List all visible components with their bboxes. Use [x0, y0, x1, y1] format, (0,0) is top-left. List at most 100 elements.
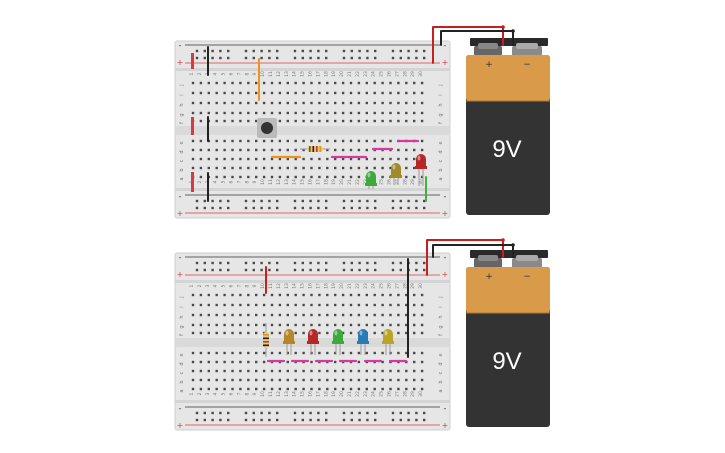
- terminal-hole[interactable]: [420, 360, 424, 364]
- rail-hole[interactable]: [195, 261, 199, 265]
- rail-hole[interactable]: [203, 206, 206, 210]
- terminal-hole[interactable]: [255, 81, 258, 85]
- rail-hole[interactable]: [342, 261, 346, 265]
- terminal-hole[interactable]: [420, 111, 424, 115]
- terminal-hole[interactable]: [397, 101, 400, 105]
- terminal-hole[interactable]: [420, 81, 424, 85]
- terminal-hole[interactable]: [405, 148, 408, 152]
- rail-hole[interactable]: [195, 268, 199, 272]
- terminal-hole[interactable]: [420, 303, 424, 307]
- terminal-hole[interactable]: [270, 148, 274, 152]
- rail-hole[interactable]: [301, 206, 304, 210]
- terminal-hole[interactable]: [247, 81, 250, 85]
- rail-hole[interactable]: [415, 261, 418, 265]
- terminal-hole[interactable]: [191, 81, 195, 85]
- terminal-hole[interactable]: [223, 111, 226, 115]
- rail-hole[interactable]: [342, 268, 346, 272]
- terminal-hole[interactable]: [334, 369, 337, 373]
- terminal-hole[interactable]: [326, 148, 329, 152]
- terminal-hole[interactable]: [397, 303, 400, 307]
- terminal-hole[interactable]: [231, 166, 234, 170]
- rail-hole[interactable]: [219, 418, 222, 422]
- terminal-hole[interactable]: [405, 378, 408, 382]
- terminal-hole[interactable]: [302, 139, 305, 143]
- terminal-hole[interactable]: [231, 323, 234, 327]
- terminal-hole[interactable]: [397, 111, 400, 115]
- terminal-hole[interactable]: [302, 323, 305, 327]
- terminal-hole[interactable]: [420, 331, 424, 335]
- terminal-hole[interactable]: [215, 360, 218, 364]
- terminal-hole[interactable]: [341, 101, 345, 105]
- terminal-hole[interactable]: [223, 166, 226, 170]
- terminal-hole[interactable]: [413, 157, 416, 161]
- rail-hole[interactable]: [325, 56, 328, 60]
- rail-hole[interactable]: [252, 206, 255, 210]
- rail-hole[interactable]: [227, 411, 230, 415]
- rail-hole[interactable]: [366, 268, 369, 272]
- terminal-hole[interactable]: [270, 157, 274, 161]
- rail-hole[interactable]: [260, 418, 263, 422]
- push-button[interactable]: [257, 118, 277, 138]
- rail-hole[interactable]: [342, 418, 346, 422]
- terminal-hole[interactable]: [334, 91, 337, 95]
- terminal-hole[interactable]: [278, 378, 282, 382]
- rail-hole[interactable]: [219, 49, 222, 53]
- rail-hole[interactable]: [391, 261, 395, 265]
- rail-hole[interactable]: [399, 418, 402, 422]
- terminal-hole[interactable]: [215, 119, 218, 123]
- terminal-hole[interactable]: [215, 111, 218, 115]
- terminal-hole[interactable]: [389, 91, 392, 95]
- terminal-hole[interactable]: [239, 91, 242, 95]
- terminal-hole[interactable]: [286, 101, 289, 105]
- terminal-hole[interactable]: [270, 111, 274, 115]
- terminal-hole[interactable]: [326, 101, 329, 105]
- terminal-hole[interactable]: [270, 91, 274, 95]
- terminal-hole[interactable]: [215, 157, 218, 161]
- terminal-hole[interactable]: [349, 331, 353, 335]
- terminal-hole[interactable]: [255, 313, 258, 317]
- terminal-hole[interactable]: [262, 351, 266, 355]
- terminal-hole[interactable]: [326, 303, 329, 307]
- terminal-hole[interactable]: [334, 360, 337, 364]
- rail-hole[interactable]: [423, 261, 426, 265]
- led-red[interactable]: [415, 154, 427, 186]
- rail-hole[interactable]: [342, 56, 346, 60]
- terminal-hole[interactable]: [191, 313, 195, 317]
- terminal-hole[interactable]: [302, 293, 305, 297]
- terminal-hole[interactable]: [310, 101, 313, 105]
- terminal-hole[interactable]: [334, 323, 337, 327]
- rail-hole[interactable]: [407, 49, 410, 53]
- terminal-hole[interactable]: [413, 378, 416, 382]
- terminal-hole[interactable]: [270, 139, 274, 143]
- terminal-hole[interactable]: [365, 101, 368, 105]
- rail-hole[interactable]: [415, 268, 418, 272]
- rail-hole[interactable]: [203, 199, 206, 203]
- rail-hole[interactable]: [399, 411, 402, 415]
- terminal-hole[interactable]: [397, 157, 400, 161]
- rail-hole[interactable]: [309, 49, 312, 53]
- terminal-hole[interactable]: [247, 139, 250, 143]
- wire-battery-positive[interactable]: [426, 239, 504, 276]
- terminal-hole[interactable]: [334, 111, 337, 115]
- rail-hole[interactable]: [260, 411, 263, 415]
- rail-hole[interactable]: [252, 268, 255, 272]
- terminal-hole[interactable]: [255, 157, 258, 161]
- resistor[interactable]: [263, 323, 269, 357]
- terminal-hole[interactable]: [413, 360, 416, 364]
- terminal-hole[interactable]: [223, 331, 226, 335]
- terminal-hole[interactable]: [357, 175, 361, 179]
- terminal-hole[interactable]: [239, 81, 242, 85]
- terminal-hole[interactable]: [420, 293, 424, 297]
- wire-battery-negative[interactable]: [432, 244, 514, 258]
- terminal-hole[interactable]: [199, 101, 203, 105]
- terminal-hole[interactable]: [247, 331, 250, 335]
- terminal-hole[interactable]: [294, 369, 297, 373]
- rail-hole[interactable]: [244, 268, 248, 272]
- terminal-hole[interactable]: [191, 369, 195, 373]
- terminal-hole[interactable]: [397, 81, 400, 85]
- terminal-hole[interactable]: [286, 387, 289, 391]
- rail-hole[interactable]: [317, 268, 320, 272]
- terminal-hole[interactable]: [420, 139, 424, 143]
- terminal-hole[interactable]: [326, 387, 329, 391]
- terminal-hole[interactable]: [207, 148, 210, 152]
